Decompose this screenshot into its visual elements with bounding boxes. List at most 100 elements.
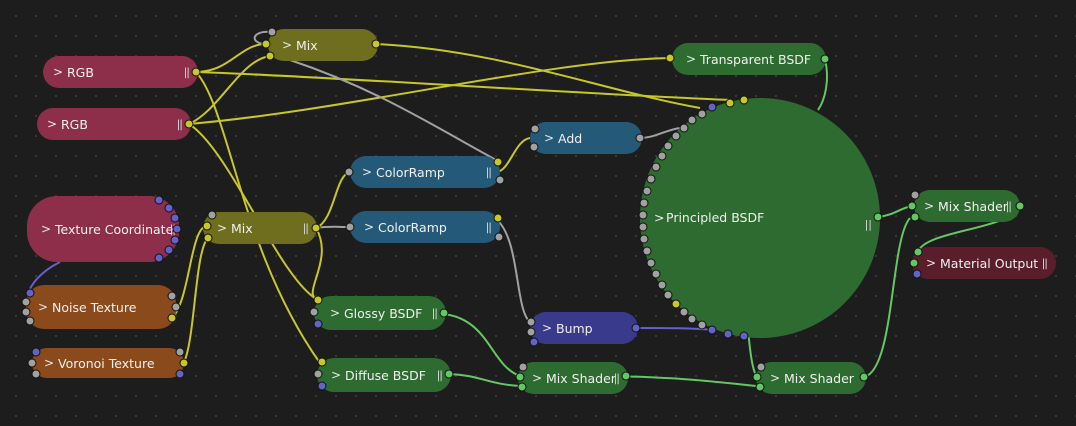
chevron-right-icon[interactable]: > xyxy=(362,165,373,179)
input-socket[interactable] xyxy=(707,325,717,335)
transparent-bsdf-node[interactable]: > Transparent BSDF xyxy=(665,43,830,75)
input-socket[interactable] xyxy=(529,337,539,347)
mix-node[interactable]: > Mix || xyxy=(202,210,321,244)
input-socket[interactable] xyxy=(665,53,675,63)
input-socket[interactable] xyxy=(739,95,749,105)
input-socket[interactable] xyxy=(518,362,528,372)
output-socket[interactable] xyxy=(820,54,830,64)
output-socket[interactable] xyxy=(175,369,185,379)
input-socket[interactable] xyxy=(687,314,697,324)
output-socket[interactable] xyxy=(170,213,180,223)
noise-texture-node[interactable]: > Noise Texture xyxy=(21,285,181,329)
output-socket[interactable] xyxy=(175,347,185,357)
mix-node[interactable]: > Mix xyxy=(261,27,381,61)
output-socket[interactable] xyxy=(167,291,177,301)
add-node[interactable]: > Add xyxy=(529,122,645,154)
chevron-right-icon[interactable]: > xyxy=(544,131,555,145)
input-socket[interactable] xyxy=(313,295,323,305)
chevron-right-icon[interactable]: > xyxy=(364,220,375,234)
input-socket[interactable] xyxy=(646,258,656,268)
chevron-right-icon[interactable]: > xyxy=(532,371,543,385)
chevron-right-icon[interactable]: > xyxy=(654,210,665,225)
input-socket[interactable] xyxy=(309,307,319,317)
rgb-node[interactable]: > RGB || xyxy=(43,56,201,88)
output-socket[interactable] xyxy=(493,157,503,167)
output-socket[interactable] xyxy=(154,253,164,263)
drag-handle-icon[interactable]: || xyxy=(436,368,444,382)
input-socket[interactable] xyxy=(21,297,31,307)
chevron-right-icon[interactable]: > xyxy=(926,256,937,270)
chevron-right-icon[interactable]: > xyxy=(53,65,64,79)
input-socket[interactable] xyxy=(657,151,667,161)
input-socket[interactable] xyxy=(663,141,673,151)
chevron-right-icon[interactable]: > xyxy=(38,300,49,314)
output-socket[interactable] xyxy=(495,175,505,185)
input-socket[interactable] xyxy=(651,269,661,279)
colorramp-node[interactable]: > ColorRamp || xyxy=(345,211,504,243)
drag-handle-icon[interactable]: || xyxy=(176,117,184,131)
input-socket[interactable] xyxy=(639,234,649,244)
input-socket[interactable] xyxy=(31,369,41,379)
input-socket[interactable] xyxy=(913,247,923,257)
output-socket[interactable] xyxy=(171,302,181,312)
output-socket[interactable] xyxy=(494,232,504,242)
rgb-node[interactable]: > RGB || xyxy=(37,108,194,140)
output-socket[interactable] xyxy=(167,313,177,323)
chevron-right-icon[interactable]: > xyxy=(47,117,58,131)
drag-handle-icon[interactable]: || xyxy=(485,165,493,179)
input-socket[interactable] xyxy=(267,27,277,37)
input-socket[interactable] xyxy=(344,167,354,177)
chevron-right-icon[interactable]: > xyxy=(282,38,293,52)
input-socket[interactable] xyxy=(203,233,213,243)
chevron-right-icon[interactable]: > xyxy=(924,199,935,213)
mix-shader-node[interactable]: > Mix Shader || xyxy=(515,362,631,394)
chevron-right-icon[interactable]: > xyxy=(542,321,553,335)
input-socket[interactable] xyxy=(25,288,35,298)
output-socket[interactable] xyxy=(154,195,164,205)
output-socket[interactable] xyxy=(631,323,641,333)
output-socket[interactable] xyxy=(621,371,631,381)
input-socket[interactable] xyxy=(671,299,681,309)
texture-coordinate-node[interactable]: > Texture Coordinate || xyxy=(27,195,182,263)
input-socket[interactable] xyxy=(642,186,652,196)
drag-handle-icon[interactable]: || xyxy=(1005,199,1013,213)
input-socket[interactable] xyxy=(313,369,323,379)
input-socket[interactable] xyxy=(27,358,37,368)
input-socket[interactable] xyxy=(202,221,212,231)
input-socket[interactable] xyxy=(642,246,652,256)
input-socket[interactable] xyxy=(909,258,919,268)
output-socket[interactable] xyxy=(184,119,194,129)
input-socket[interactable] xyxy=(207,210,217,220)
output-socket[interactable] xyxy=(859,372,869,382)
input-socket[interactable] xyxy=(687,115,697,125)
input-socket[interactable] xyxy=(317,381,327,391)
input-socket[interactable] xyxy=(345,222,355,232)
material-output-node[interactable]: > Material Output || xyxy=(909,247,1056,279)
input-socket[interactable] xyxy=(910,212,920,222)
output-socket[interactable] xyxy=(164,245,174,255)
glossy-bsdf-node[interactable]: > Glossy BSDF || xyxy=(309,295,449,330)
input-socket[interactable] xyxy=(529,142,539,152)
voronoi-texture-node[interactable]: > Voronoi Texture xyxy=(27,347,189,379)
mix-shader-node[interactable]: > Mix Shader || xyxy=(907,190,1025,222)
input-socket[interactable] xyxy=(707,102,717,112)
output-socket[interactable] xyxy=(172,224,182,234)
input-socket[interactable] xyxy=(907,201,917,211)
input-socket[interactable] xyxy=(679,123,689,133)
input-socket[interactable] xyxy=(910,190,920,200)
bump-node[interactable]: > Bump xyxy=(526,312,641,347)
output-socket[interactable] xyxy=(371,39,381,49)
output-socket[interactable] xyxy=(1015,201,1025,211)
drag-handle-icon[interactable]: || xyxy=(431,306,439,320)
input-socket[interactable] xyxy=(530,124,540,134)
output-socket[interactable] xyxy=(444,369,454,379)
input-socket[interactable] xyxy=(517,382,527,392)
input-socket[interactable] xyxy=(313,319,323,329)
input-socket[interactable] xyxy=(752,372,762,382)
chevron-right-icon[interactable]: > xyxy=(330,306,341,320)
output-socket[interactable] xyxy=(170,235,180,245)
output-socket[interactable] xyxy=(164,203,174,213)
input-socket[interactable] xyxy=(638,222,648,232)
mix-shader-node[interactable]: > Mix Shader xyxy=(752,362,869,394)
